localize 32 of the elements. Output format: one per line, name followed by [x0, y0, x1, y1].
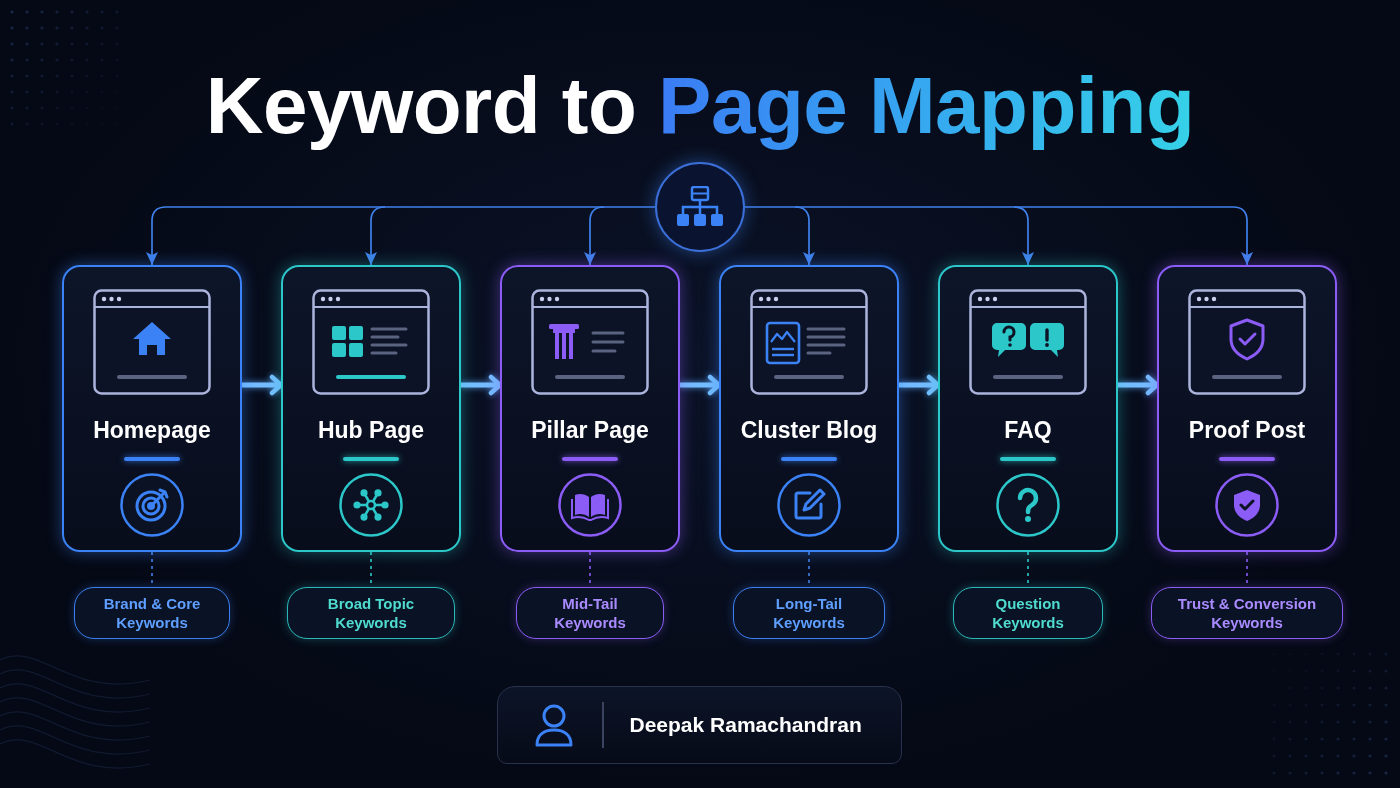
arrow	[584, 206, 605, 266]
arrow	[794, 206, 815, 266]
arrow	[146, 206, 656, 266]
keyword-tag	[953, 587, 1103, 639]
keyword-tag	[733, 587, 885, 639]
page-card	[62, 265, 242, 552]
keyword-label: Trust & Conversion Keywords	[1176, 594, 1318, 632]
card-title: Cluster Blog	[740, 416, 878, 444]
keyword-tag	[516, 587, 664, 639]
keyword-label: Mid-Tail Keywords	[553, 594, 627, 632]
page-card	[938, 265, 1118, 552]
card-title: FAQ	[1004, 416, 1052, 444]
keyword-label: Question Keywords	[991, 594, 1065, 632]
page-card	[500, 265, 680, 552]
keyword-label: Brand & Core Keywords	[102, 594, 202, 632]
card-title: Proof Post	[1188, 416, 1306, 444]
keyword-label: Broad Topic Keywords	[326, 594, 416, 632]
arrow	[744, 206, 1253, 266]
card-title: Pillar Page	[531, 416, 649, 444]
author-panel	[497, 686, 902, 764]
page-card	[281, 265, 461, 552]
keyword-tag	[74, 587, 230, 639]
keyword-tag	[1151, 587, 1343, 639]
arrow	[365, 206, 386, 266]
card-title: Homepage	[93, 416, 211, 444]
page-card	[719, 265, 899, 552]
author-name: Deepak Ramachandran	[629, 712, 862, 739]
keyword-tag	[287, 587, 455, 639]
page-card	[1157, 265, 1337, 552]
keyword-label: Long-Tail Keywords	[772, 594, 846, 632]
card-title: Hub Page	[317, 416, 425, 444]
arrow	[1013, 206, 1034, 266]
